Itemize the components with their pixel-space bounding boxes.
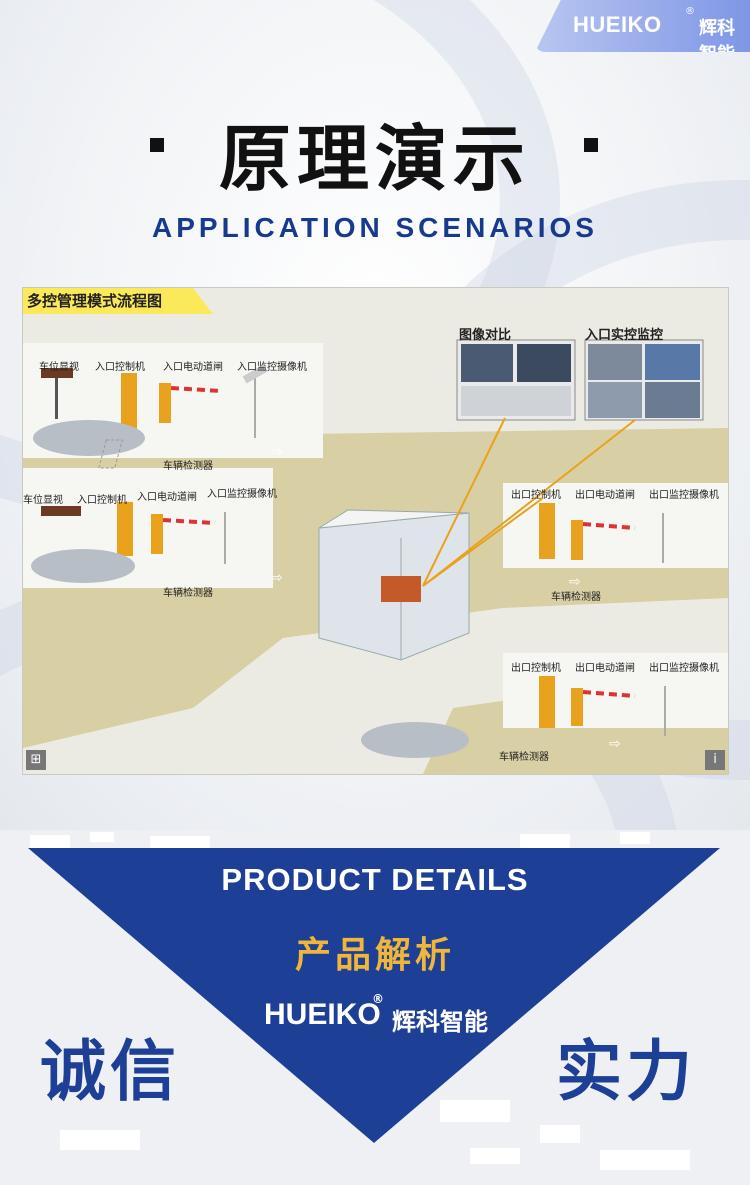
car-icon	[31, 549, 135, 583]
brand-name-cn: 辉科智能	[699, 18, 735, 52]
barrier-gate-icon	[571, 520, 583, 560]
barrier-arm	[170, 386, 222, 393]
entry2-controller-label: 入口控制机	[77, 495, 127, 506]
expand-icon[interactable]: ⊞	[26, 750, 46, 770]
entry-controller-icon	[117, 502, 133, 556]
page-title: 原理演示	[218, 116, 531, 201]
exit1-detector-label: 车辆检测器	[551, 592, 601, 603]
pixel-decoration	[600, 1150, 690, 1170]
entry2-barrier-label: 入口电动道闸	[137, 492, 197, 503]
exit1-controller-label: 出口控制机	[511, 490, 561, 501]
car-photo	[517, 344, 571, 382]
exit-controller-icon	[539, 503, 555, 559]
car-photo	[645, 382, 700, 418]
entry1-barrier-label: 入口电动道闸	[163, 362, 223, 373]
title-ribbon	[23, 288, 213, 314]
exit2-camera-label: 出口监控摄像机	[649, 663, 719, 674]
brand-name-en: HUEIKO	[573, 12, 662, 37]
page-subtitle: APPLICATION SCENARIOS	[152, 212, 598, 243]
registered-mark: ®	[372, 992, 384, 1006]
exit1-barrier-label: 出口电动道闸	[575, 490, 635, 501]
barrier-arm	[582, 522, 636, 530]
entry1-controller-label: 入口控制机	[95, 362, 145, 373]
product-title-en: PRODUCT DETAILS	[221, 862, 529, 897]
pixel-decoration	[60, 1130, 140, 1150]
link-arrow	[422, 419, 636, 587]
barrier-gate-icon	[159, 383, 171, 423]
registered-mark: ®	[685, 6, 695, 17]
flowchart-panel: ⇨ ⇨ ⇨ ⇨ 多控管理模式流程图 图像对比 入口实控监控 车位显视 入口控制机…	[22, 287, 729, 775]
entry1-detector-label: 车辆检测器	[163, 461, 213, 472]
flow-arrow-icon: ⇨	[271, 444, 283, 460]
pixel-decoration	[440, 1100, 510, 1122]
product-title-cn: 产品解析	[294, 935, 455, 976]
brand-logo-bottom: HUEIKO ® 辉科智能	[264, 992, 488, 1036]
brand-logo: HUEIKO ® 辉科智能	[535, 0, 750, 52]
car-photo	[645, 344, 700, 380]
barrier-gate-icon	[151, 514, 163, 554]
car-icon	[33, 420, 145, 456]
brand-name-en: HUEIKO	[264, 998, 381, 1031]
car-photo	[588, 344, 642, 380]
entry2-camera-label: 入口监控摄像机	[207, 489, 277, 500]
barrier-arm	[582, 690, 636, 698]
entry1-camera-label: 入口监控摄像机	[237, 362, 307, 373]
space-display-icon	[41, 368, 73, 378]
vehicle-detector-loop	[98, 439, 123, 469]
entry-monitor-label: 入口实控监控	[585, 328, 664, 343]
flow-arrow-icon: ⇨	[569, 574, 581, 590]
flowchart-title: 多控管理模式流程图	[27, 292, 163, 310]
integrity-word: 诚信	[40, 1033, 180, 1110]
booth-roof	[318, 509, 470, 529]
pixel-decoration	[620, 832, 650, 844]
pixel-decoration	[30, 835, 70, 849]
display-pole	[55, 374, 58, 419]
info-icon[interactable]: i	[705, 750, 725, 770]
booth-console	[381, 576, 421, 602]
brand-name-cn: 辉科智能	[392, 1008, 488, 1036]
link-arrow	[422, 417, 506, 587]
pixel-decoration	[470, 1148, 520, 1164]
entry1-display-label: 车位显视	[39, 362, 79, 373]
pixel-decoration	[90, 832, 114, 842]
pixel-decoration	[540, 1125, 580, 1143]
exit1-camera-label: 出口监控摄像机	[649, 490, 719, 501]
exit2-detector-label: 车辆检测器	[499, 752, 549, 763]
exit2-controller-label: 出口控制机	[511, 663, 561, 674]
flow-arrow-icon: ⇨	[271, 570, 283, 586]
title-dot-right	[584, 138, 598, 152]
pixel-decoration	[150, 836, 210, 848]
flowchart-graphic: ⇨ ⇨ ⇨ ⇨	[23, 288, 728, 774]
car-photo	[588, 382, 642, 418]
exit-controller-icon	[539, 676, 555, 728]
compare-table	[461, 386, 571, 416]
pixel-decoration	[520, 834, 570, 848]
flow-arrow-icon: ⇨	[609, 736, 621, 752]
barrier-arm	[162, 518, 216, 525]
strength-word: 实力	[556, 1033, 696, 1110]
title-dot-left	[150, 138, 164, 152]
image-compare-label: 图像对比	[459, 328, 512, 343]
car-icon	[361, 722, 469, 758]
entry2-detector-label: 车辆检测器	[163, 588, 213, 599]
entry2-display-label: 车位显视	[23, 495, 63, 506]
link-arrow	[422, 497, 544, 587]
exit2-barrier-label: 出口电动道闸	[575, 663, 635, 674]
entry-controller-icon	[121, 373, 137, 431]
camera-icon	[242, 364, 268, 384]
barrier-gate-icon	[571, 688, 583, 726]
space-display-icon	[41, 506, 81, 516]
car-photo	[461, 344, 513, 382]
